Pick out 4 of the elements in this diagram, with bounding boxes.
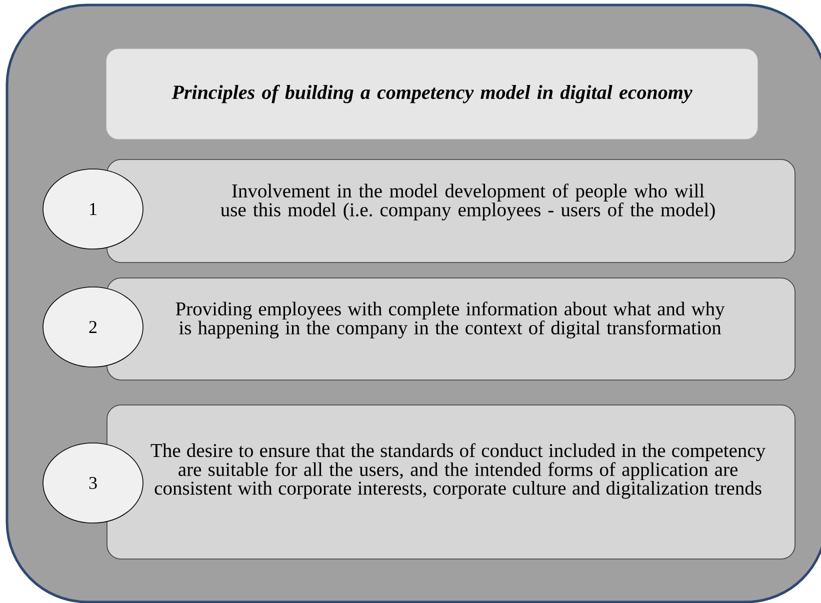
principle-box: Providing employees with complete information about what and why is happening in the company in the context of digital transformation [106, 278, 796, 380]
principle-box: The desire to ensure that the standards of conduct included in the competency are suitable for all the users, and the intended forms of application are consistent with corporate interests, corporate culture and digitalization trends [106, 404, 796, 560]
principle-box: Involvement in the model development of people who will use this model (i.e. company employees - users of the model) [106, 159, 796, 263]
title-box: Principles of building a competency model in digital economy [106, 48, 758, 140]
